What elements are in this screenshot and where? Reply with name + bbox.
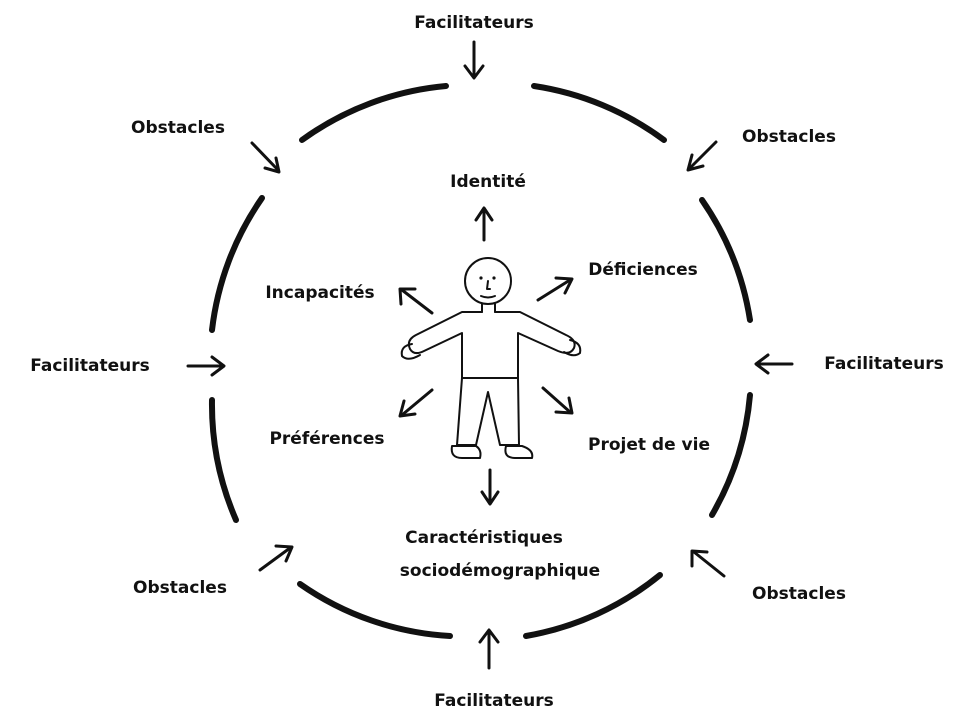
arrow-deficiences-icon (536, 276, 574, 302)
caracteristiques-label-line2: sociodémographique (400, 561, 600, 581)
arrow-caracteristiques-icon (480, 468, 500, 506)
ring-arc-bottom-right (523, 572, 663, 639)
obstacles-bottom-right-label: Obstacles (752, 584, 846, 604)
ring-arc-left-upper (209, 195, 265, 333)
arrow-facilitateurs-right-icon (754, 353, 794, 375)
arrow-facilitateurs-top-icon (463, 40, 485, 80)
ring-arc-right-lower (709, 392, 753, 518)
facilitateurs-right-label: Facilitateurs (824, 354, 944, 374)
obstacles-top-left-label: Obstacles (131, 118, 225, 138)
ring-arc-top-right (531, 83, 667, 143)
arrow-preferences-icon (398, 388, 434, 418)
ring-arc-top-left (299, 83, 449, 143)
incapacites-label: Incapacités (265, 283, 374, 303)
arrow-projet-de-vie-icon (541, 386, 574, 415)
projet-de-vie-label: Projet de vie (588, 435, 710, 455)
ring-arc-bottom-left (297, 581, 453, 639)
preferences-label: Préférences (269, 429, 384, 449)
ring-arc-right-upper (699, 197, 753, 323)
arrow-obstacles-top-right-icon (686, 140, 718, 172)
arrow-obstacles-top-left-icon (250, 141, 281, 174)
arrow-facilitateurs-bottom-icon (478, 628, 500, 670)
facilitateurs-left-label: Facilitateurs (30, 356, 150, 376)
person-figure-icon (400, 257, 582, 459)
facilitateurs-bottom-label: Facilitateurs (434, 691, 554, 711)
arrow-incapacites-icon (398, 287, 434, 315)
ring-arc-left-lower (208, 397, 239, 523)
caracteristiques-label-line1: Caractéristiques (405, 528, 563, 548)
facilitateurs-top-label: Facilitateurs (414, 13, 534, 33)
obstacles-top-right-label: Obstacles (742, 127, 836, 147)
deficiences-label: Déficiences (588, 260, 698, 280)
environment-ring (208, 83, 753, 639)
arrow-facilitateurs-left-icon (186, 355, 226, 377)
arrow-obstacles-bottom-right-icon (690, 549, 726, 578)
arrow-obstacles-bottom-left-icon (258, 544, 294, 572)
arrow-identite-icon (474, 206, 494, 242)
obstacles-bottom-left-label: Obstacles (133, 578, 227, 598)
identite-label: Identité (450, 172, 526, 192)
